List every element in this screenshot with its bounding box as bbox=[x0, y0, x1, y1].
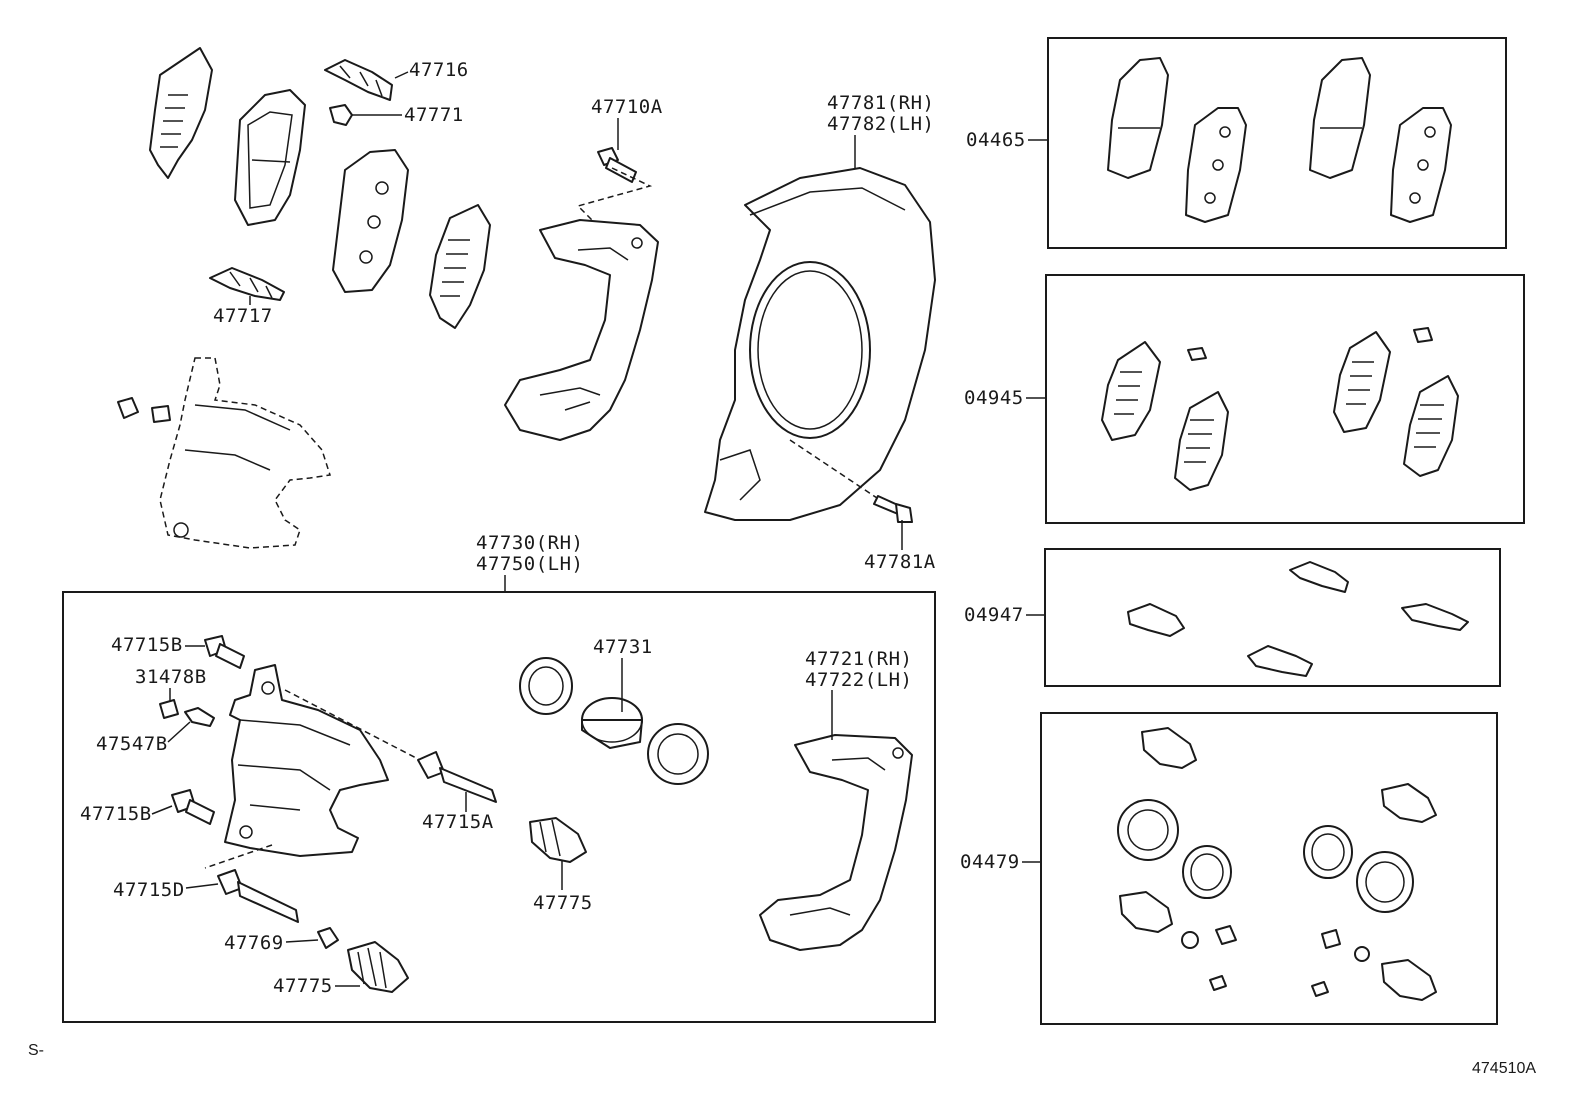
part-label-31478B: 31478B bbox=[135, 666, 207, 688]
anti-squeal-shim-icon bbox=[149, 47, 213, 179]
bolt-icon bbox=[576, 147, 653, 229]
bolt-icon bbox=[873, 495, 913, 523]
part-label-47710A: 47710A bbox=[591, 96, 663, 118]
part-label-47547B: 47547B bbox=[96, 733, 168, 755]
caliper-assembly-box bbox=[62, 591, 936, 1023]
kit-box-04945 bbox=[1045, 274, 1525, 524]
slide-pin-icon bbox=[217, 869, 299, 923]
part-label-47775-center: 47775 bbox=[533, 892, 593, 914]
caliper-bracket-icon bbox=[759, 734, 913, 951]
brake-pad-icon bbox=[1309, 57, 1371, 179]
part-label-47717: 47717 bbox=[213, 305, 273, 327]
seal-ring-icon bbox=[1117, 799, 1414, 913]
caliper-icon bbox=[204, 664, 421, 869]
part-label-47731: 47731 bbox=[593, 636, 653, 658]
brake-pad-icon bbox=[332, 149, 409, 293]
diagram-code: 474510A bbox=[1472, 1060, 1537, 1077]
part-label-47769: 47769 bbox=[224, 932, 284, 954]
kit-label-04465: 04465 bbox=[966, 129, 1026, 151]
part-label-47716: 47716 bbox=[409, 59, 469, 81]
bleeder-screw-icon bbox=[184, 707, 215, 727]
pad-clip-icon bbox=[1127, 561, 1469, 677]
part-label-47721-rh: 47721(RH) bbox=[805, 648, 913, 670]
boot-icon bbox=[1119, 727, 1437, 1001]
part-label-47782-lh: 47782(LH) bbox=[827, 113, 935, 135]
pad-clip-icon bbox=[324, 59, 393, 101]
brake-pad-icon bbox=[1185, 107, 1247, 223]
piston-icon bbox=[581, 697, 643, 749]
kit-label-04479: 04479 bbox=[960, 851, 1020, 873]
seal-ring-icon bbox=[519, 657, 573, 715]
kit-box-04465 bbox=[1047, 37, 1507, 249]
part-label-47715B-mid: 47715B bbox=[80, 803, 152, 825]
kit-label-04945: 04945 bbox=[964, 387, 1024, 409]
kit-box-04479 bbox=[1040, 712, 1498, 1025]
part-label-47775-bottom: 47775 bbox=[273, 975, 333, 997]
boot-icon bbox=[529, 817, 587, 863]
anti-squeal-shim-icon bbox=[1333, 327, 1433, 433]
pad-clip-icon bbox=[209, 267, 285, 301]
part-label-47730-rh: 47730(RH) bbox=[476, 532, 584, 554]
brake-pad-icon bbox=[234, 89, 306, 226]
anti-squeal-shim-icon bbox=[1403, 375, 1459, 477]
bolt-icon bbox=[204, 635, 245, 669]
bushing-icon bbox=[1181, 925, 1370, 997]
part-label-47781A: 47781A bbox=[864, 551, 936, 573]
caliper-icon bbox=[117, 357, 331, 549]
part-label-47715B-top: 47715B bbox=[111, 634, 183, 656]
part-label-47715D: 47715D bbox=[113, 879, 185, 901]
dust-shield-icon bbox=[704, 167, 936, 521]
seal-ring-icon bbox=[647, 723, 709, 785]
anti-squeal-shim-icon bbox=[1101, 341, 1207, 441]
anti-squeal-shim-icon bbox=[1174, 391, 1229, 491]
caliper-bracket-icon bbox=[504, 219, 659, 441]
wear-indicator-icon bbox=[329, 104, 353, 126]
brake-pad-icon bbox=[1107, 57, 1169, 179]
kit-box-04947 bbox=[1044, 548, 1501, 687]
cap-icon bbox=[159, 699, 179, 719]
part-label-47750-lh: 47750(LH) bbox=[476, 553, 584, 575]
part-label-47722-lh: 47722(LH) bbox=[805, 669, 913, 691]
anti-squeal-shim-icon bbox=[429, 204, 491, 329]
boot-icon bbox=[347, 941, 409, 993]
part-label-47781-rh: 47781(RH) bbox=[827, 92, 935, 114]
footer-left-mark: S- bbox=[28, 1042, 44, 1059]
kit-label-04947: 04947 bbox=[964, 604, 1024, 626]
part-label-47771: 47771 bbox=[404, 104, 464, 126]
bushing-icon bbox=[317, 927, 339, 949]
bolt-icon bbox=[171, 789, 215, 825]
slide-pin-icon bbox=[417, 751, 497, 803]
part-label-47715A: 47715A bbox=[422, 811, 494, 833]
brake-pad-icon bbox=[1390, 107, 1452, 223]
